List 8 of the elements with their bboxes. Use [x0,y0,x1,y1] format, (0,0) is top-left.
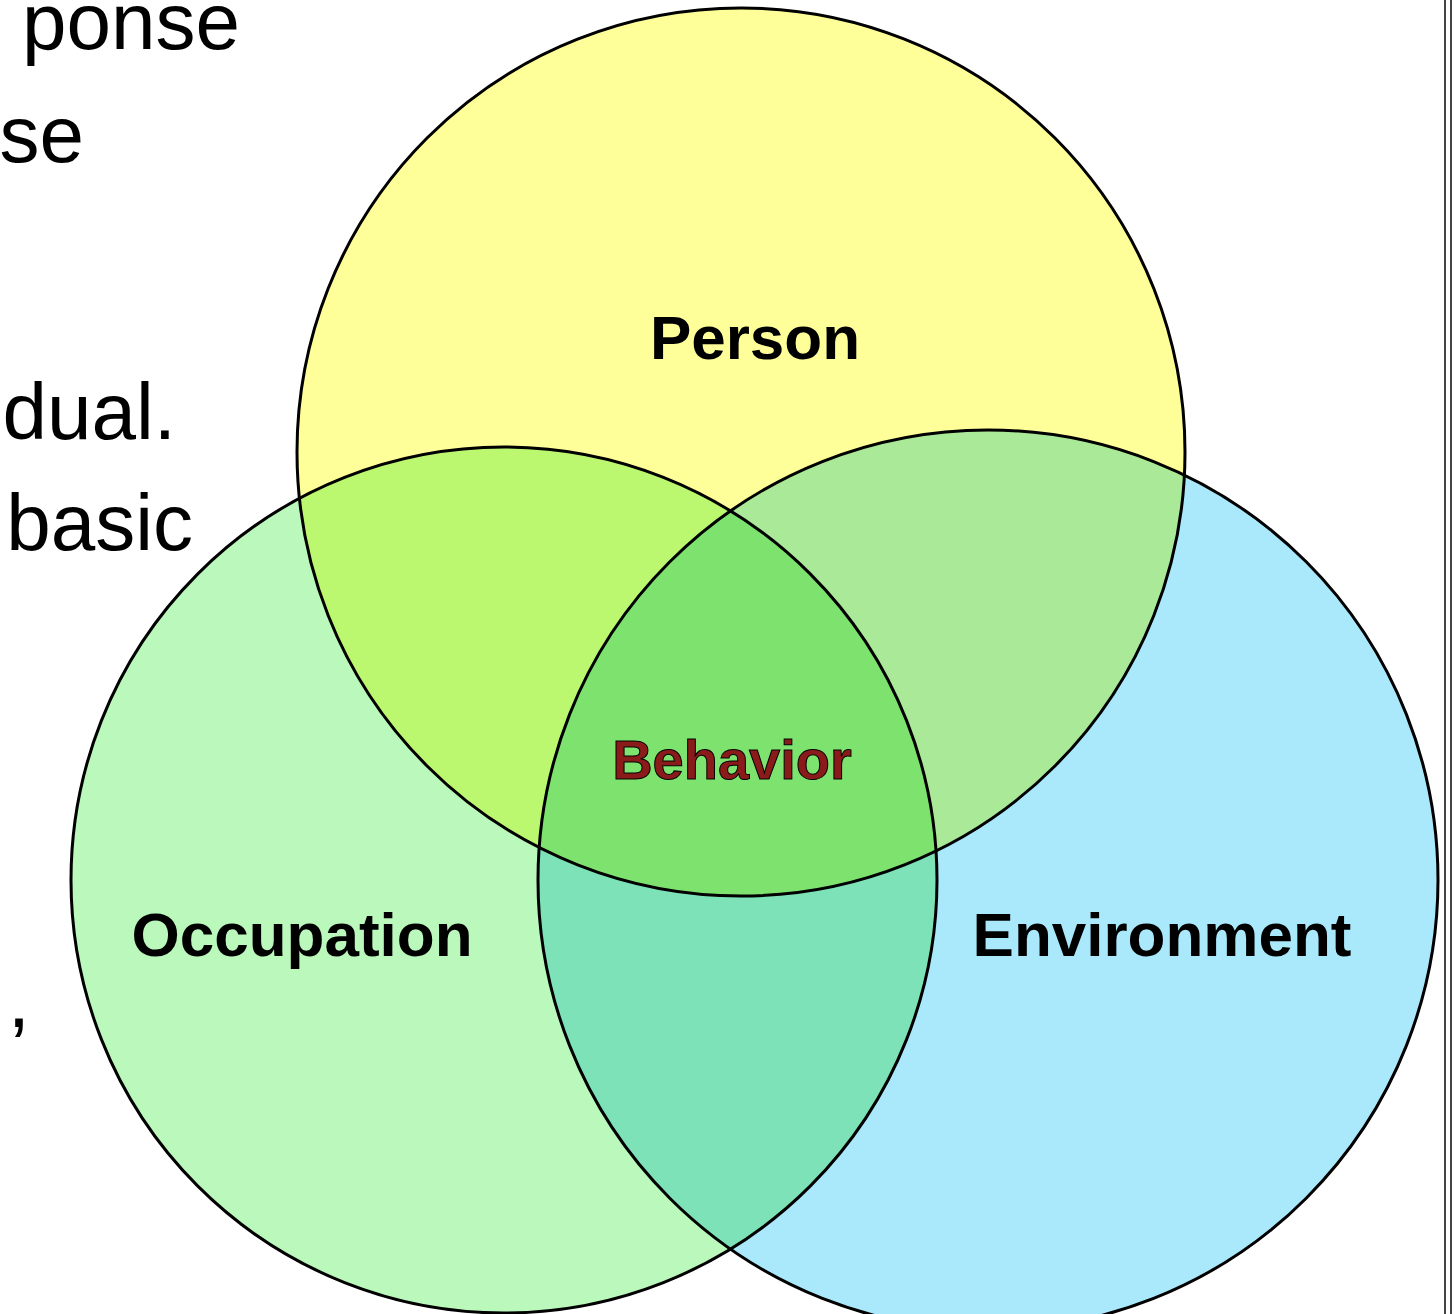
cut-off-text: basic [6,483,193,563]
venn-circle [295,6,1187,898]
circle-label: Person [649,307,861,369]
cut-off-text: se [0,95,84,175]
cut-off-text: , [7,960,30,1040]
cut-off-text: dual. [2,372,176,452]
intersection-label: Behavior [612,732,852,788]
circle-label: Environment [972,904,1352,966]
